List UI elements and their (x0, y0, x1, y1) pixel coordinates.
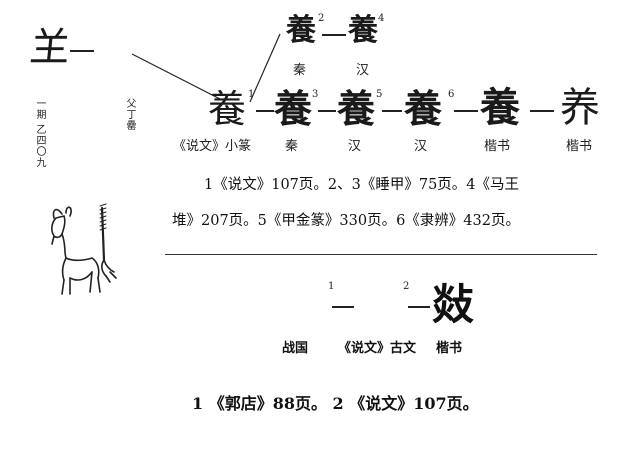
sources-line-2: 堆》207页。5《甲金篆》330页。6《隶辨》432页。 (172, 214, 520, 229)
main-label-2: 秦 (285, 140, 298, 153)
connector-dash (332, 306, 354, 308)
connector-dash (530, 110, 554, 112)
main-glyph-1: 養 (208, 90, 246, 128)
connector-dash (322, 34, 346, 36)
oracle-glyph-1: 𦍌 (28, 28, 72, 68)
top-label-2: 汉 (356, 64, 369, 77)
main-glyph-4: 養 (404, 90, 442, 128)
top-glyph-1: 養 (286, 16, 316, 46)
sources-line-3: 1 《郭店》88页。 2 《说文》107页。 (192, 396, 479, 412)
main-label-5: 楷书 (484, 140, 510, 153)
divider (165, 254, 597, 255)
connector-dash (70, 50, 94, 52)
lower-glyph-3: 敥 (432, 284, 474, 326)
main-num-3: 3 (312, 90, 318, 100)
lower-label-2: 《说文》古文 (338, 342, 416, 355)
oracle-caption-1: 一期 乙四〇九 (34, 98, 45, 188)
goat-with-whip-icon (40, 200, 120, 300)
main-glyph-5: 養 (480, 88, 520, 128)
lower-label-1: 战国 (282, 342, 308, 355)
top-glyph-2: 養 (348, 16, 378, 46)
main-num-5: 5 (376, 90, 382, 100)
connector-dash (382, 110, 402, 112)
connector-dash (454, 110, 478, 112)
main-glyph-3: 養 (337, 90, 375, 128)
main-glyph-6: 养 (560, 88, 600, 128)
lower-num-2: 2 (403, 282, 409, 292)
main-glyph-2: 養 (274, 90, 312, 128)
top-num-4: 4 (378, 14, 384, 24)
connector-dash (318, 110, 336, 112)
main-num-6: 6 (448, 90, 454, 100)
sources-line-1: 1《说文》107页。2、3《睡甲》75页。4《马王 (204, 178, 519, 193)
lower-num-1: 1 (328, 282, 334, 292)
main-label-3: 汉 (348, 140, 361, 153)
main-label-6: 楷书 (566, 140, 592, 153)
top-label-1: 秦 (293, 64, 306, 77)
main-num-1: 1 (248, 90, 254, 100)
lower-label-3: 楷书 (436, 342, 462, 355)
main-label-1: 《说文》小篆 (173, 140, 251, 153)
connector-dash (408, 306, 430, 308)
main-label-4: 汉 (414, 140, 427, 153)
connector-dash (256, 110, 274, 112)
top-num-2: 2 (318, 14, 324, 24)
